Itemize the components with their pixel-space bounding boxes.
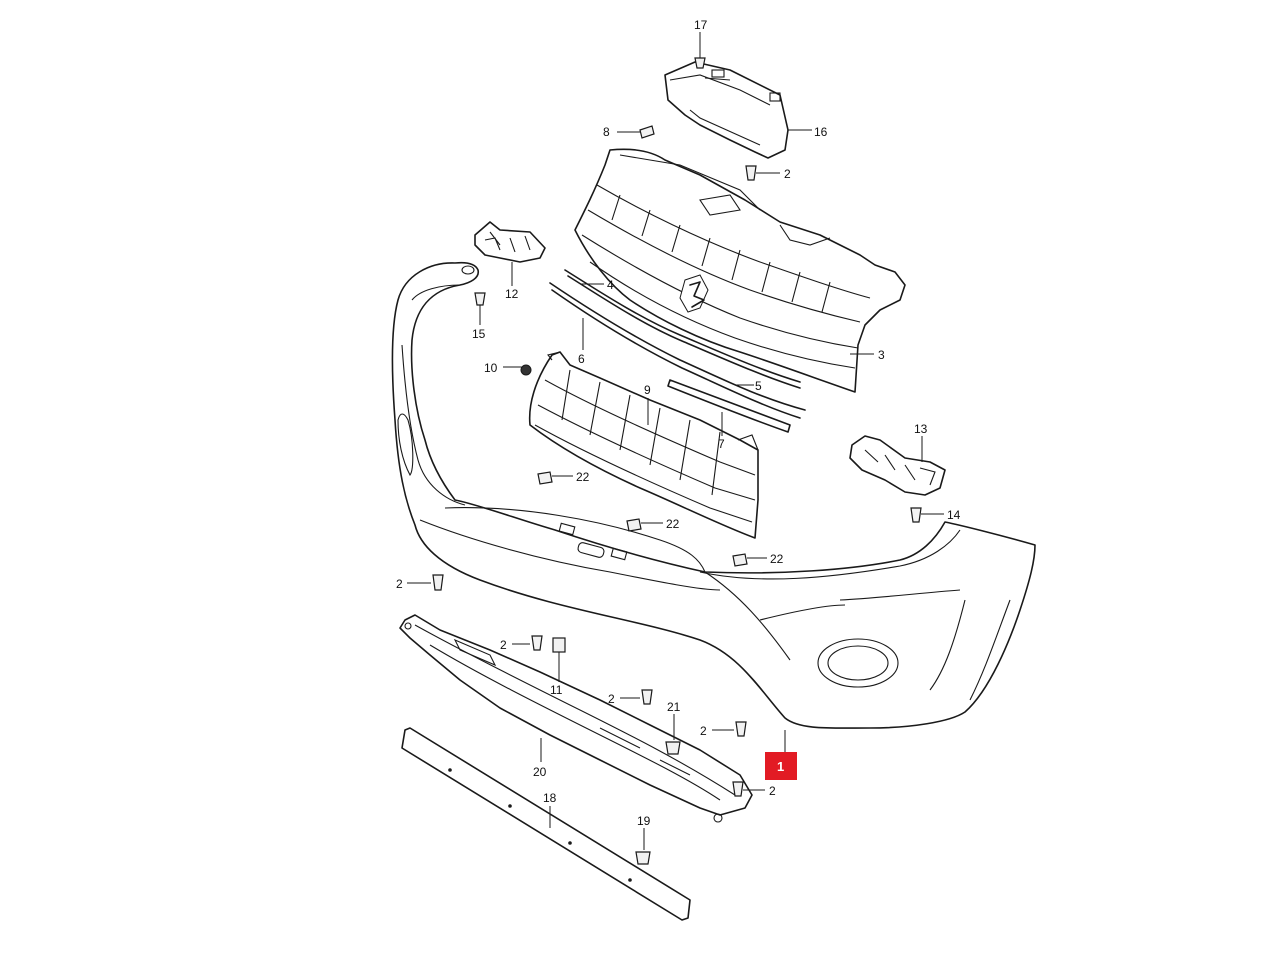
callout-11: 11	[550, 683, 563, 697]
callout-8: 8	[603, 125, 610, 139]
clip-fastener-2-left[interactable]	[432, 574, 444, 591]
callout-17: 17	[694, 18, 708, 32]
upper-bracket[interactable]	[664, 61, 789, 159]
callout-12: 12	[505, 287, 519, 301]
clip-fastener-11[interactable]	[552, 637, 566, 653]
callout-15: 15	[472, 327, 486, 341]
screw-fastener-22-c[interactable]	[732, 553, 748, 567]
callout-22-b: 22	[666, 517, 680, 531]
chrome-molding-lower[interactable]	[549, 282, 806, 419]
callout-7: 7	[718, 437, 725, 451]
callout-20: 20	[533, 765, 547, 779]
lower-bar[interactable]	[401, 727, 691, 921]
callout-13: 13	[914, 422, 928, 436]
callout-5: 5	[755, 379, 762, 393]
callout-2-top: 2	[784, 167, 791, 181]
callout-2-left: 2	[396, 577, 403, 591]
clip-fastener-2-bottom[interactable]	[732, 781, 744, 797]
callout-1: 1	[777, 759, 784, 774]
bolt-fastener-10[interactable]	[520, 364, 532, 376]
right-side-bracket[interactable]	[849, 435, 946, 496]
lower-trim-strip[interactable]	[667, 379, 791, 433]
callout-2-center: 2	[608, 692, 615, 706]
clip-fastener-17[interactable]	[694, 57, 706, 69]
screw-fastener-15[interactable]	[474, 292, 486, 306]
callout-6: 6	[578, 352, 585, 366]
screw-fastener-22-b[interactable]	[626, 518, 642, 532]
bumper-fascia[interactable]	[391, 261, 1036, 729]
callout-10: 10	[484, 361, 498, 375]
screw-fastener-14[interactable]	[910, 507, 922, 523]
left-side-bracket[interactable]	[474, 221, 546, 263]
lower-reinforcement[interactable]	[399, 614, 753, 823]
callout-14: 14	[947, 508, 961, 522]
lower-grille[interactable]	[528, 351, 759, 539]
part-callouts: 17 16 8 2 12 15 4 6 3 10 5 9 7 13 22 14 …	[396, 18, 961, 828]
clip-fastener-2-top[interactable]	[745, 165, 757, 181]
callout-19: 19	[637, 814, 651, 828]
clip-fastener-2-mid[interactable]	[531, 635, 543, 651]
callout-18: 18	[543, 791, 557, 805]
callout-22-a: 22	[576, 470, 590, 484]
callout-4: 4	[607, 278, 614, 292]
callout-2-right: 2	[700, 724, 707, 738]
upper-grille[interactable]	[574, 148, 906, 393]
clip-fastener-2-center[interactable]	[641, 689, 653, 705]
callout-1-highlight[interactable]: 1	[765, 752, 797, 780]
screw-fastener-22-a[interactable]	[537, 471, 553, 485]
callout-2-mid: 2	[500, 638, 507, 652]
callout-9: 9	[644, 383, 651, 397]
callout-22-c: 22	[770, 552, 784, 566]
callout-21: 21	[667, 700, 681, 714]
callout-3: 3	[878, 348, 885, 362]
leader-lines	[407, 32, 944, 850]
screw-fastener-21[interactable]	[665, 741, 681, 755]
clip-fastener-2-right[interactable]	[735, 721, 747, 737]
callout-16: 16	[814, 125, 828, 139]
screw-fastener-8[interactable]	[639, 125, 655, 139]
screw-fastener-19[interactable]	[635, 851, 651, 865]
callout-2-bottom: 2	[769, 784, 776, 798]
chrome-molding-upper[interactable]	[564, 269, 801, 389]
